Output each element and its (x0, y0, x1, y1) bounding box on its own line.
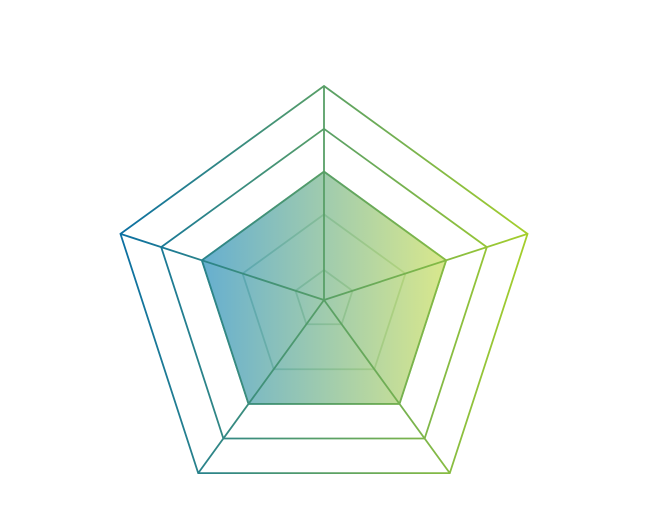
radar-axis-line-2 (323, 233, 528, 301)
radar-axis-line-5 (120, 233, 325, 301)
radar-axes (120, 86, 528, 474)
radar-axis-line-4 (197, 299, 325, 474)
radar-grid-ring-5 (119, 84, 529, 475)
radar-grid-ring-4 (160, 127, 488, 440)
radar-axis-line-3 (323, 299, 451, 474)
